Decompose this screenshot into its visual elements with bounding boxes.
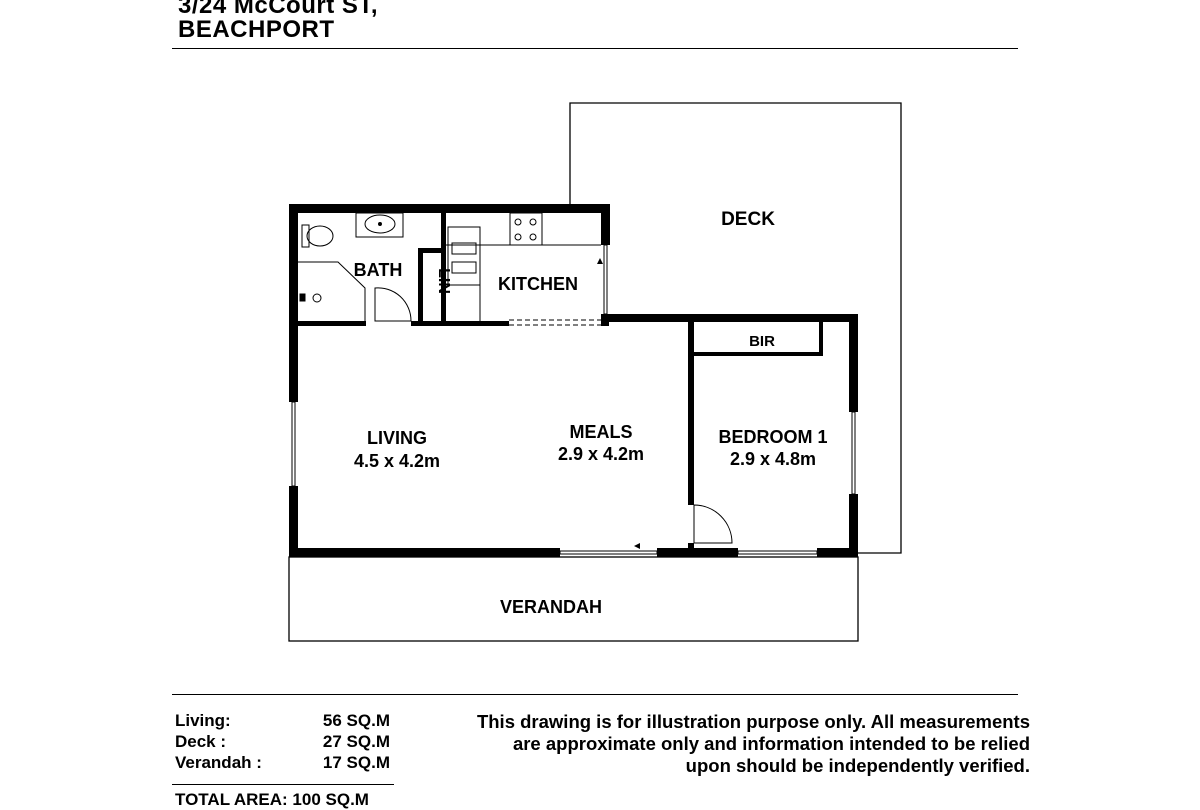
living-label: LIVING <box>367 428 427 448</box>
area-label: Deck : <box>175 732 227 751</box>
footer-rule <box>172 694 1018 695</box>
meals-label: MEALS <box>570 422 633 442</box>
kitchen-label: KITCHEN <box>498 274 578 294</box>
bedroom-size: 2.9 x 4.8m <box>730 449 816 469</box>
bath-label: BATH <box>354 260 403 280</box>
lin-label: LIN <box>435 268 452 294</box>
area-value: 27 SQ.M <box>322 732 390 751</box>
area-label: Living: <box>175 711 231 730</box>
kitchen-fixtures <box>446 212 601 321</box>
bath-door <box>374 287 412 322</box>
disclaimer-line-2: are approximate only and information int… <box>512 733 1030 754</box>
total-area: TOTAL AREA: 100 SQ.M <box>175 790 369 809</box>
disclaimer-line-1: This drawing is for illustration purpose… <box>476 711 1030 732</box>
area-value: 17 SQ.M <box>322 753 390 772</box>
disclaimer: This drawing is for illustration purpose… <box>420 711 1030 777</box>
header-rule <box>172 48 1018 49</box>
total-rule <box>172 784 394 785</box>
area-value: 56 SQ.M <box>322 711 390 730</box>
verandah-outline <box>288 556 859 642</box>
area-summary: Living: 56 SQ.M Deck : 27 SQ.M Verandah … <box>175 710 390 773</box>
area-row-living: Living: 56 SQ.M <box>175 710 390 731</box>
bedroom-label: BEDROOM 1 <box>718 427 827 447</box>
deck-outline <box>569 102 902 554</box>
area-row-deck: Deck : 27 SQ.M <box>175 731 390 752</box>
interior-walls <box>298 213 823 557</box>
deck-label: DECK <box>721 209 775 230</box>
sliding-door-arrow <box>634 543 640 549</box>
meals-size: 2.9 x 4.2m <box>558 444 644 464</box>
bir-label: BIR <box>749 333 775 350</box>
windows <box>291 244 856 555</box>
bath-fixtures <box>298 212 404 321</box>
disclaimer-line-3: upon should be independently verified. <box>685 755 1030 776</box>
exterior-walls <box>289 204 858 557</box>
address-line-1: 3/24 McCourt ST, <box>178 0 379 19</box>
verandah-label: VERANDAH <box>500 597 602 617</box>
address-line-2: BEACHPORT <box>178 16 335 43</box>
sliding-door-arrow-2 <box>597 258 603 264</box>
area-row-verandah: Verandah : 17 SQ.M <box>175 752 390 773</box>
area-label: Verandah : <box>175 753 262 772</box>
bedroom-door <box>693 504 733 544</box>
living-size: 4.5 x 4.2m <box>354 451 440 471</box>
